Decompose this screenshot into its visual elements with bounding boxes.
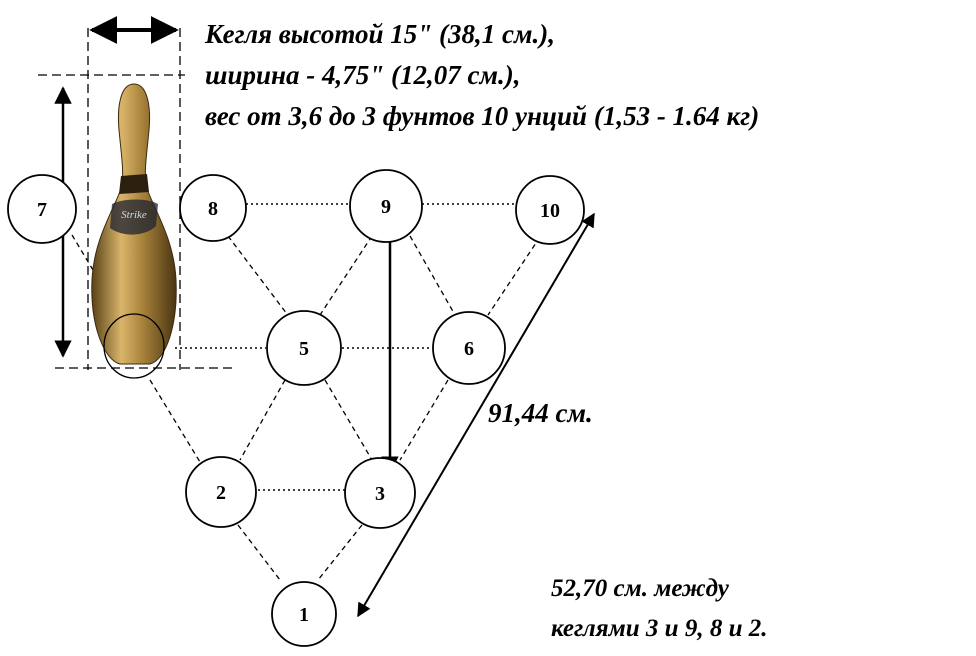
pin-5-circle (266, 310, 342, 386)
pin-9-label: 9 (381, 196, 391, 218)
pin-6-circle (432, 311, 506, 385)
pin-2-label: 2 (216, 482, 226, 504)
pin-nodes: 1 2 3 5 6 7 8 9 10 (7, 169, 585, 647)
pin-8-circle (179, 174, 247, 242)
pin-7-label: 7 (37, 199, 47, 221)
pin-10-circle (515, 175, 585, 245)
pin-5-label: 5 (299, 338, 309, 360)
distance-label: 91,44 см. (488, 398, 593, 428)
svg-text:Strike: Strike (121, 209, 147, 221)
spacing-line-1: 52,70 см. между (551, 575, 729, 602)
pin-width-line: ширина - 4,75" (12,07 см.), (205, 60, 521, 90)
pin-height-line: Кегля высотой 15" (38,1 см.), (205, 19, 555, 49)
pin-3-circle (344, 457, 416, 529)
pin-2-circle (185, 456, 257, 528)
pin-9-circle (349, 169, 423, 243)
pin-1-circle (271, 581, 337, 647)
spacing-line-2: кеглями 3 и 9, 8 и 2. (551, 615, 768, 642)
pin-spec-caption: Кегля высотой 15" (38,1 см.), ширина - 4… (205, 14, 759, 137)
pin-7-circle (7, 174, 77, 244)
pin-1-10-distance-arrow (357, 212, 595, 618)
pin-1-label: 1 (299, 604, 309, 626)
bowling-pin-image: Strike (91, 83, 177, 379)
pin-weight-line: вес от 3,6 до 3 фунтов 10 унций (1,53 - … (205, 101, 760, 131)
pin-10-label: 10 (540, 200, 560, 222)
pin-8-label: 8 (208, 198, 218, 220)
dimension-guides (38, 28, 232, 370)
pin-3-label: 3 (375, 483, 385, 505)
pin-6-label: 6 (464, 338, 474, 360)
spacing-caption: 52,70 см. между кеглями 3 и 9, 8 и 2. (551, 569, 767, 649)
